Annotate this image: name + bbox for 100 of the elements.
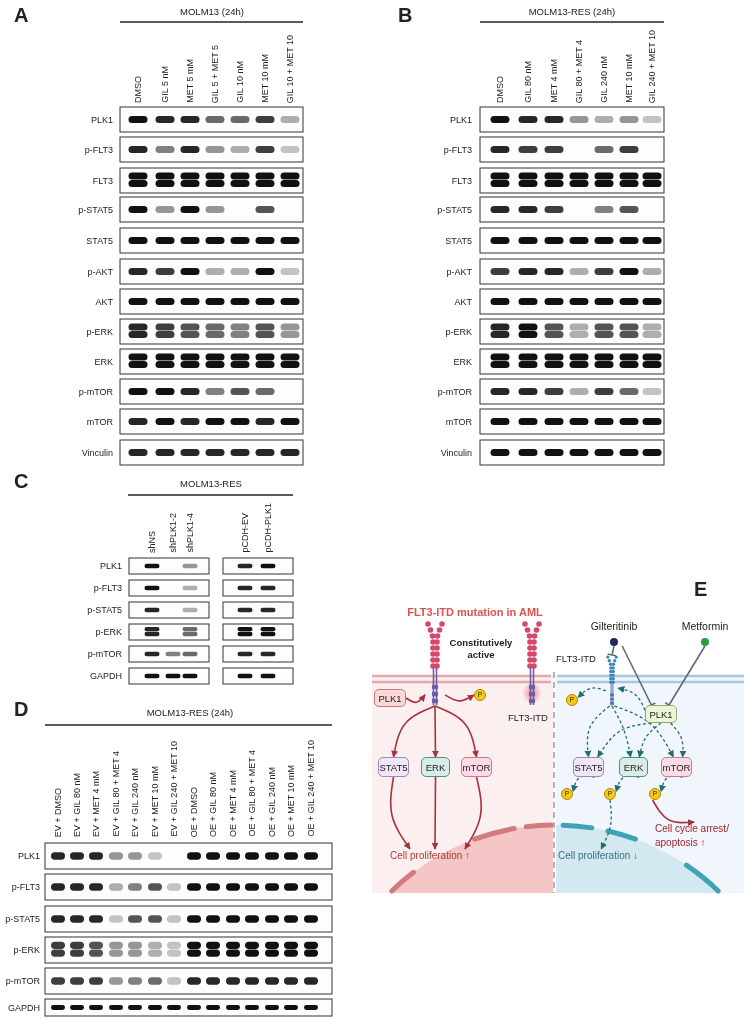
lane-label: pCDH-EV xyxy=(239,513,251,553)
protein-label: p-STAT5 xyxy=(87,604,122,616)
lane-label: EV + MET 4 mM xyxy=(90,770,102,837)
condition-header: MOLM13-RES (24h) xyxy=(528,6,616,18)
arrow xyxy=(444,694,475,702)
protein-label: Vinculin xyxy=(81,446,113,459)
condition-header: MOLM13-RES (24h) xyxy=(146,707,234,719)
outcome-label: Cell proliferation ↓ xyxy=(558,849,654,863)
protein-label: PLK1 xyxy=(449,113,472,126)
dashed-arrow xyxy=(600,799,612,850)
protein-label: p-FLT3 xyxy=(11,881,40,893)
arrow xyxy=(431,776,439,850)
protein-label: GAPDH xyxy=(8,1001,40,1014)
protein-label: ERK xyxy=(94,355,113,368)
outcome-label: Cell cycle arrest/ apoptosis ↑ xyxy=(655,822,742,852)
panel-letter: C xyxy=(14,470,29,492)
drug-label: Gilteritinib xyxy=(589,620,639,633)
dashed-arrow xyxy=(637,722,662,758)
arrow xyxy=(389,776,411,850)
dashed-arrow xyxy=(669,722,687,758)
lane-label: GIL 5 + MET 5 xyxy=(209,44,221,103)
protein-label: p-FLT3 xyxy=(443,143,472,156)
protein-box: mTOR xyxy=(661,757,692,777)
panel-title: FLT3-ITD mutation in AML xyxy=(407,606,543,619)
lane-label: OE + GIL 240 + MET 10 xyxy=(305,740,317,837)
lane-label: GIL 80 nM xyxy=(522,61,534,103)
dashed-arrow xyxy=(617,686,646,712)
condition-header: MOLM13 (24h) xyxy=(180,6,244,18)
protein-label: p-mTOR xyxy=(5,975,40,987)
protein-label: p-mTOR xyxy=(437,385,472,398)
lane-label: GIL 10 + MET 10 xyxy=(284,34,296,103)
lane-label: shPLK1-2 xyxy=(167,513,179,553)
panel-letter: B xyxy=(398,4,413,26)
protein-label: p-mTOR xyxy=(78,385,113,398)
protein-box: PLK1 xyxy=(374,689,406,707)
panel-letter: E xyxy=(694,578,708,600)
arrow xyxy=(651,799,695,826)
protein-label: p-ERK xyxy=(13,944,40,956)
lane-label: EV + DMSO xyxy=(52,787,64,837)
protein-label: mTOR xyxy=(86,415,113,428)
receptor-label: Constitutively active xyxy=(448,637,514,661)
protein-label: PLK1 xyxy=(99,560,122,572)
lane-label: OE + GIL 80 + MET 4 xyxy=(246,750,258,837)
protein-label: p-STAT5 xyxy=(5,913,40,925)
protein-box: STAT5 xyxy=(573,757,604,777)
lane-label: EV + GIL 80 + MET 4 xyxy=(110,751,122,837)
protein-label: p-FLT3 xyxy=(93,582,122,594)
inhibition-line xyxy=(606,645,618,657)
protein-label: p-ERK xyxy=(445,325,472,338)
protein-label: p-FLT3 xyxy=(84,143,113,156)
protein-box: STAT5 xyxy=(378,757,409,777)
protein-box: PLK1 xyxy=(645,705,677,723)
receptor-label: FLT3-ITD xyxy=(556,653,596,665)
protein-box: ERK xyxy=(619,757,648,777)
protein-label: mTOR xyxy=(445,415,472,428)
protein-label: p-STAT5 xyxy=(78,203,113,216)
protein-box: ERK xyxy=(421,757,450,777)
protein-label: PLK1 xyxy=(90,113,113,126)
protein-box: mTOR xyxy=(461,757,492,777)
receptor-label: FLT3-ITD xyxy=(508,712,548,724)
lane-label: OE + MET 4 mM xyxy=(227,769,239,837)
lane-label: EV + GIL 80 nM xyxy=(71,773,83,837)
protein-label: FLT3 xyxy=(92,174,113,187)
protein-label: p-ERK xyxy=(86,325,113,338)
lane-label: EV + MET 10 mM xyxy=(149,765,161,837)
protein-label: p-AKT xyxy=(446,265,472,278)
lane-label: shPLK1-4 xyxy=(184,513,196,553)
protein-label: ERK xyxy=(453,355,472,368)
lane-label: EV + GIL 240 nM xyxy=(129,768,141,837)
lane-label: MET 4 mM xyxy=(548,59,560,103)
protein-label: STAT5 xyxy=(445,234,472,247)
lane-label: DMSO xyxy=(494,76,506,103)
protein-label: p-STAT5 xyxy=(437,203,472,216)
lane-label: OE + DMSO xyxy=(188,786,200,837)
lane-label: GIL 5 nM xyxy=(159,66,171,103)
protein-label: AKT xyxy=(454,295,472,308)
lane-label: pCDH-PLK1 xyxy=(262,503,274,553)
dashed-arrow xyxy=(611,705,633,758)
outcome-label: Cell proliferation ↑ xyxy=(390,849,490,863)
lane-label: MET 10 mM xyxy=(623,54,635,103)
lane-label: GIL 10 nM xyxy=(234,61,246,103)
protein-label: Vinculin xyxy=(440,446,472,459)
protein-label: p-ERK xyxy=(95,626,122,638)
lane-label: MET 5 mM xyxy=(184,59,196,103)
dashed-arrow xyxy=(613,705,675,758)
protein-label: FLT3 xyxy=(451,174,472,187)
condition-header: MOLM13-RES xyxy=(180,478,242,490)
arrow xyxy=(434,705,479,758)
arrow xyxy=(405,694,426,704)
protein-label: STAT5 xyxy=(86,234,113,247)
panel-letter: D xyxy=(14,698,29,720)
lane-label: OE + GIL 80 nM xyxy=(207,772,219,837)
arrow xyxy=(391,705,436,758)
lane-label: GIL 240 nM xyxy=(598,56,610,103)
lane-label: OE + MET 10 mM xyxy=(285,764,297,837)
arrow xyxy=(464,776,482,850)
dashed-arrow xyxy=(584,705,611,758)
protein-label: p-mTOR xyxy=(87,648,122,660)
lane-label: GIL 80 + MET 4 xyxy=(573,39,585,103)
lane-label: MET 10 mM xyxy=(259,54,271,103)
